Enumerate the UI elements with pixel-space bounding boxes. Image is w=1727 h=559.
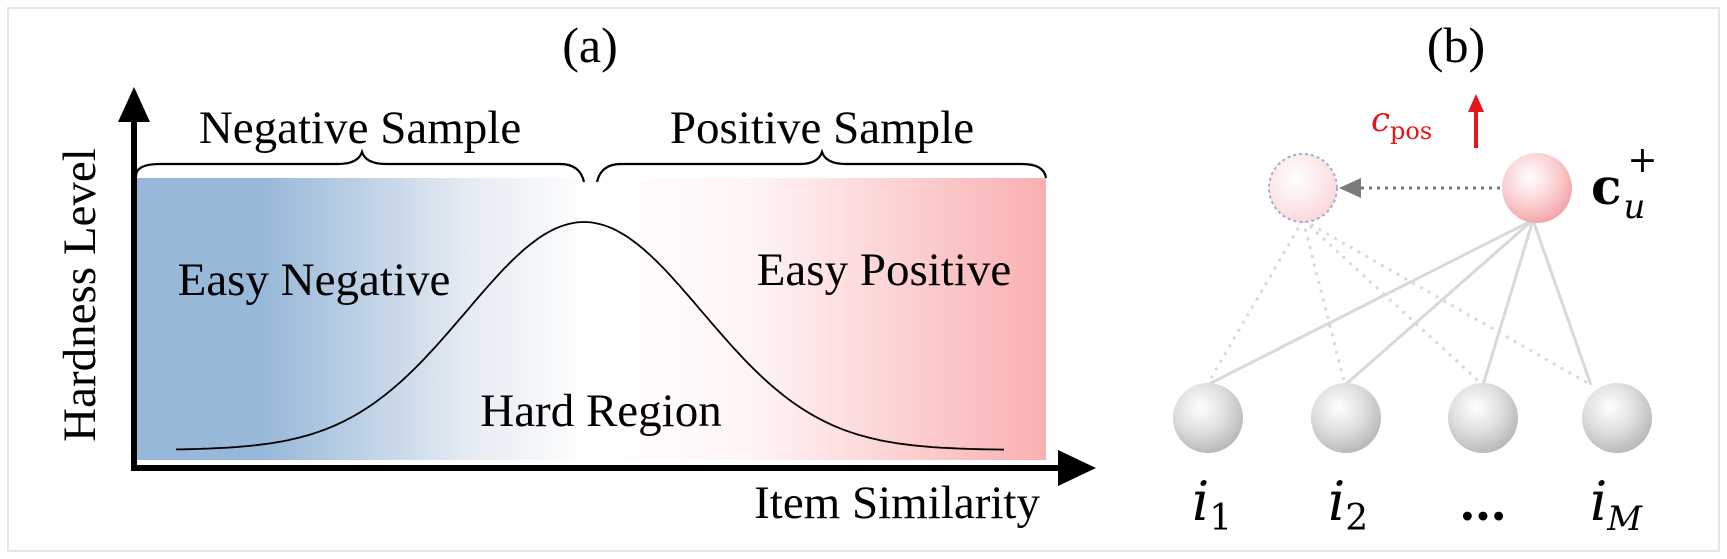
edge-center-item3 [1481, 219, 1535, 386]
hard-region-label: Hard Region [480, 385, 721, 437]
shift-arrow-head [1339, 178, 1361, 198]
item-label-2: i2 [1328, 470, 1368, 539]
dotted-edge-item3 [1301, 218, 1485, 387]
item-label-M: iM [1590, 470, 1643, 539]
figure-frame [7, 7, 1720, 552]
c-pos-up-arrowhead [1468, 94, 1484, 112]
dotted-edge-itemM [1302, 218, 1592, 387]
edge-center-itemM [1531, 219, 1593, 386]
positive-sample-label: Positive Sample [670, 102, 974, 154]
edge-center-item2 [1344, 218, 1534, 387]
edge-center-item1 [1206, 218, 1534, 387]
hardness-curve [176, 221, 1005, 451]
x-axis-arrowhead [1058, 450, 1096, 486]
center-node-label: cu+ [1591, 140, 1658, 227]
item-node-1 [1173, 383, 1243, 453]
item-label-ellipsis: … [1459, 476, 1507, 532]
c-pos-label: cpos [1371, 100, 1432, 145]
center-node-edges [1206, 218, 1593, 387]
negative-sample-brace [134, 148, 586, 183]
panel-b: (b) cpos cu+ [1173, 17, 1658, 539]
positive-sample-brace [595, 148, 1048, 183]
y-axis-arrowhead [118, 87, 150, 122]
item-node-2 [1311, 383, 1381, 453]
center-node [1502, 153, 1572, 223]
item-node-M [1582, 383, 1652, 453]
shifted-node-edges [1205, 218, 1592, 387]
easy-negative-label: Easy Negative [178, 254, 451, 306]
shifted-center-node [1268, 153, 1338, 223]
item-node-3 [1448, 383, 1518, 453]
y-axis-label: Hardness Level [54, 148, 106, 442]
dotted-edge-item2 [1301, 219, 1347, 386]
x-axis-label: Item Similarity [754, 477, 1040, 529]
hardness-gradient-region [134, 178, 1046, 460]
panel-a: (a) Negative Sample Positive Sample Easy… [54, 17, 1096, 529]
negative-sample-label: Negative Sample [199, 102, 521, 154]
panel-a-label: (a) [562, 17, 618, 73]
panel-b-label: (b) [1427, 17, 1485, 73]
easy-positive-label: Easy Positive [757, 244, 1012, 296]
item-label-1: i1 [1192, 470, 1232, 539]
